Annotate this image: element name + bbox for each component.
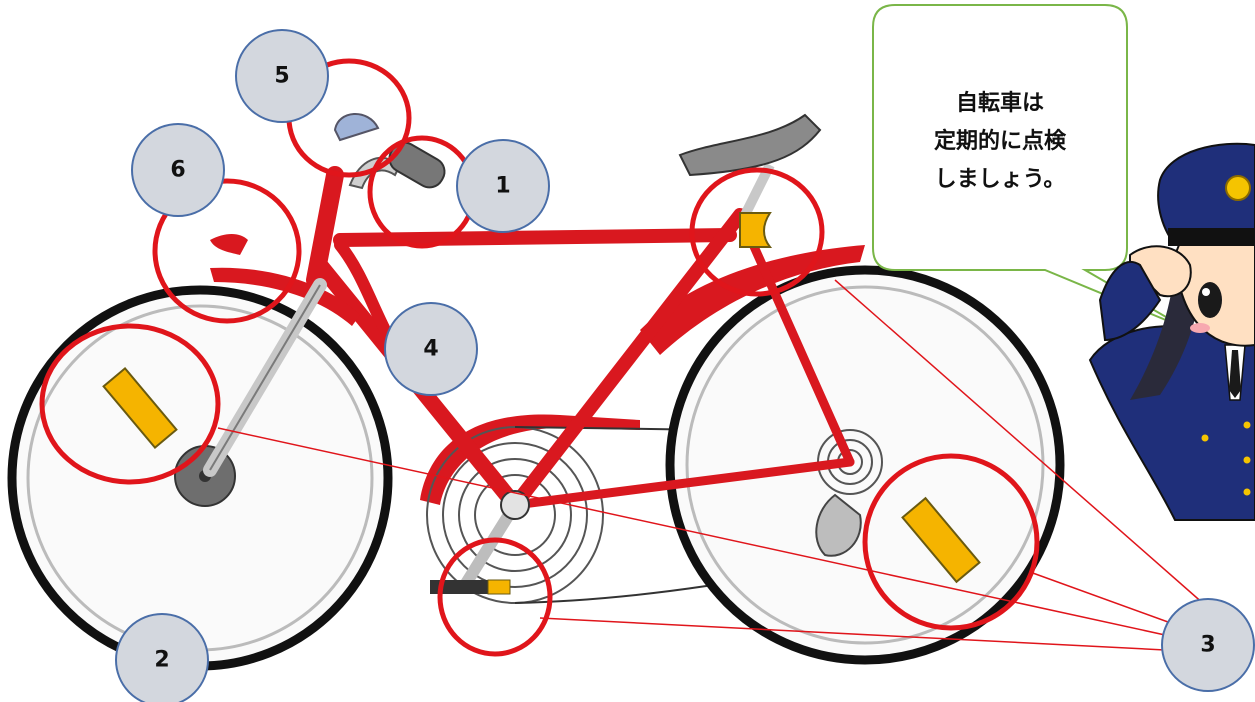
bubble-line-1: 自転車は <box>956 90 1044 116</box>
marker-5-label: 5 <box>274 64 289 89</box>
marker-5: 5 <box>236 30 328 122</box>
rear-wheel <box>670 270 1060 660</box>
saddle <box>680 115 820 175</box>
marker-1: 1 <box>457 140 549 232</box>
marker-3-label: 3 <box>1200 633 1215 658</box>
marker-1-label: 1 <box>495 174 510 199</box>
marker-3: 3 <box>1162 599 1254 691</box>
marker-4: 4 <box>385 303 477 395</box>
pedal-reflector <box>488 580 510 594</box>
front-reflector <box>210 234 248 255</box>
highlight-pedal-reflector <box>440 540 550 654</box>
marker-4-label: 4 <box>423 337 438 362</box>
marker-2: 2 <box>116 614 208 702</box>
bell <box>335 114 378 140</box>
marker-6: 6 <box>132 124 224 216</box>
marker-2-label: 2 <box>154 648 169 673</box>
bubble-line-2: 定期的に点検 <box>934 128 1067 154</box>
bubble-line-3: しましょう。 <box>935 167 1066 192</box>
rear-seat-reflector <box>740 213 770 247</box>
marker-6-label: 6 <box>170 158 185 183</box>
